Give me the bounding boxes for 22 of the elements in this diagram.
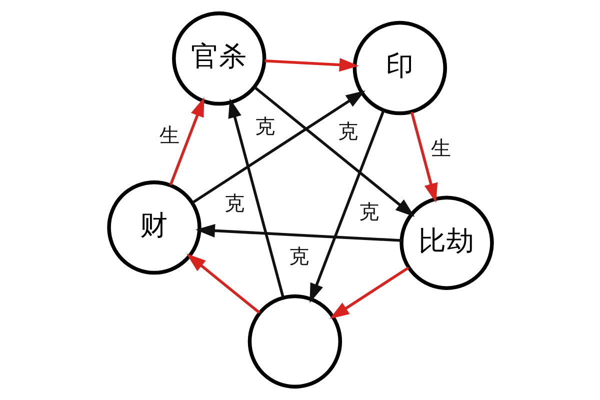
node-circle: 比劫 — [399, 196, 494, 290]
node-circle: 官杀 — [172, 11, 266, 106]
node-circle: 印 — [352, 20, 446, 116]
arrow — [191, 90, 365, 204]
arrow — [410, 112, 438, 203]
arrow — [228, 98, 284, 298]
edge-label: 生 — [430, 136, 450, 160]
arrow — [329, 266, 409, 319]
arrow — [186, 254, 260, 314]
arrow — [168, 97, 204, 186]
edge-label: 生 — [158, 122, 179, 147]
arrow — [253, 86, 414, 217]
arrow — [264, 58, 358, 72]
node-circle: 财 — [106, 180, 201, 275]
edge-label: 克 — [224, 191, 244, 216]
edge-label: 克 — [358, 199, 378, 224]
node-circle — [247, 294, 342, 389]
edge-label: 克 — [254, 114, 274, 138]
arrow — [309, 110, 384, 303]
edge-label: 克 — [338, 118, 358, 143]
arrow — [195, 224, 401, 242]
edge-label: 克 — [288, 244, 308, 268]
